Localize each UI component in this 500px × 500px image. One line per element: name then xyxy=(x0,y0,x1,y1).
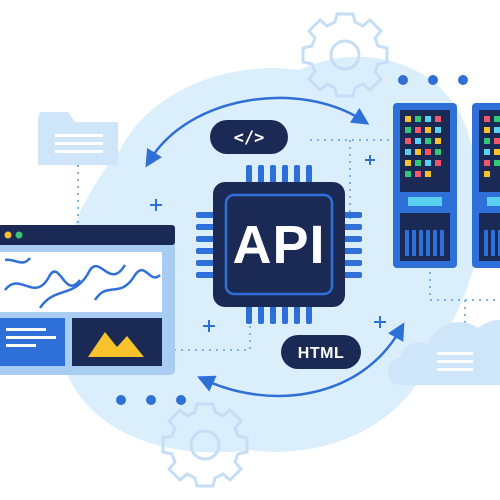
folder-icon xyxy=(38,112,118,165)
mountain-image-icon xyxy=(72,318,162,366)
decorative-dots xyxy=(116,75,468,405)
html-badge: HTML xyxy=(281,335,361,369)
cloud-icon xyxy=(387,319,500,385)
browser-window-icon xyxy=(0,225,175,375)
chip-label: API xyxy=(232,215,325,275)
connection-lines xyxy=(77,139,500,351)
gear-icon xyxy=(301,12,389,98)
arrow-top xyxy=(145,96,370,168)
arrow-bottom xyxy=(197,322,405,398)
api-chip: API xyxy=(196,165,362,324)
server-icon xyxy=(472,103,500,268)
chip-pins xyxy=(196,165,362,324)
server-icon xyxy=(393,103,457,268)
code-badge-label: </> xyxy=(234,128,265,148)
plus-icon xyxy=(150,155,386,332)
gear-icon xyxy=(161,402,249,488)
html-badge-label: HTML xyxy=(298,345,344,362)
code-badge: </> xyxy=(210,120,288,154)
